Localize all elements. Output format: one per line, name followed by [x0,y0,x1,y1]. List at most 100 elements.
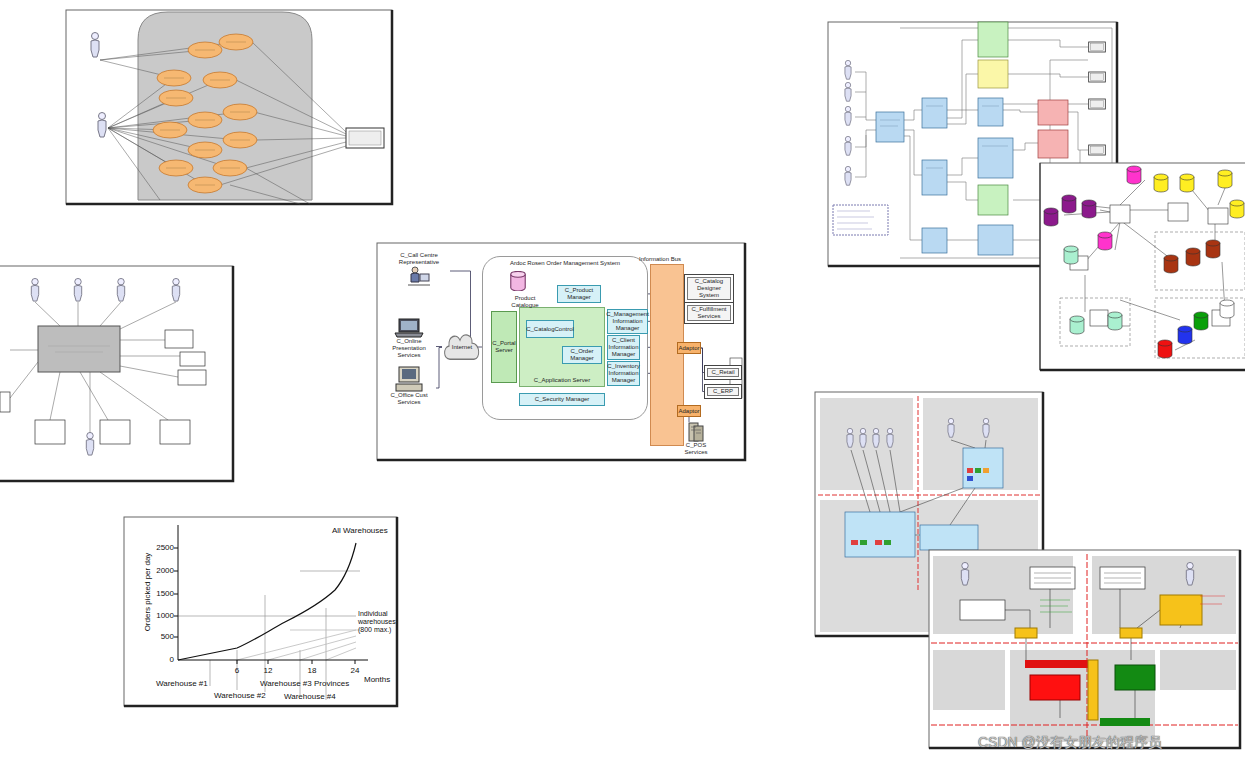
context-thumbnail-part-part [35,420,65,444]
data-thumbnail-part [1064,246,1078,264]
chart-label: 500 [161,632,174,641]
cloud-node: Internet [442,330,482,365]
environment-thumbnail-part [1088,660,1098,720]
component-thumbnail-part [1089,42,1106,52]
pc-node: C_Office Cust Services [382,366,436,410]
watermark: CSDN @没有女朋友的程序员 [978,734,1162,750]
chart-label: All Warehouses [332,526,388,535]
component-thumbnail-part [876,98,1013,255]
data-thumbnail-part [1220,300,1234,318]
data-thumbnail-part-part [1110,205,1130,223]
server-node: C_POS Services [674,422,718,460]
sys-node: C_ERP [704,384,742,399]
data-thumbnail-part [1186,248,1200,266]
node-label: Adaptor [679,408,700,415]
data-thumbnail-part [1044,208,1058,226]
node-label: Ardoc Rosen Order Management System [483,260,647,267]
growth-chart-part [178,525,368,660]
data-thumbnail-part [1082,200,1096,218]
environment-thumbnail-part-part [1040,600,1072,612]
environment-thumbnail-part [1160,595,1202,625]
box-node: C_Order Manager [562,346,602,364]
bus-node: Information Bus [650,264,684,446]
network-thumbnail-part [873,428,879,447]
environment-thumbnail-part-part [960,600,1005,620]
network-thumbnail-part [851,468,989,545]
network-thumbnail-part-part [851,540,858,545]
usecase-thumbnail-part [349,131,381,145]
data-thumbnail-part-part [1155,232,1245,290]
usecase-thumbnail-part [346,128,384,148]
cyl-node: Product Catalogue [509,271,541,309]
data-thumbnail-part [1127,166,1141,184]
environment-thumbnail-part-part [1010,650,1155,742]
component-thumbnail-part [978,22,1008,215]
data-thumbnail-part [1070,203,1230,326]
connector [689,417,690,422]
component-thumbnail-part-part [922,228,947,253]
chart-label: 0 [170,655,174,664]
node-label: C_Product Manager [560,287,598,301]
environment-thumbnail-part [1120,628,1142,638]
component-thumbnail-part [845,60,851,79]
desktop-pc-icon [394,366,424,392]
usecase-thumbnail-part-part [160,42,250,185]
growth-chart-part [237,630,360,660]
node-label: C_Catalog Designer System [689,278,729,299]
node-label: C_Application Server [520,377,604,384]
environment-thumbnail-part [960,567,1145,620]
environment-thumbnail-part [1015,628,1037,638]
component-thumbnail-part [837,211,874,229]
network-thumbnail-part-part [983,468,989,473]
laptop-node: C_Online Presentation Services [382,318,436,363]
chart-label: 2000 [156,566,174,575]
data-thumbnail-part [1040,163,1245,370]
component-thumbnail-part-part [922,160,947,195]
usecase-thumbnail-part [98,113,106,138]
network-thumbnail-part-part [967,476,973,481]
data-thumbnail-part [1062,195,1076,213]
laptop-icon [394,318,424,338]
data-thumbnail-part [1040,163,1041,370]
usecase-thumbnail-part [138,12,312,200]
network-thumbnail-part-part [884,540,891,545]
network-thumbnail-part [948,418,954,437]
node-label: C_Call Centre Representative [388,252,450,266]
context-thumbnail-part [172,278,179,301]
network-thumbnail-part-part [860,540,867,545]
data-thumbnail-part [1218,170,1232,188]
environment-thumbnail-part [1200,596,1225,604]
data-thumbnail-part [1230,200,1244,218]
network-thumbnail-part [845,448,1003,557]
node-label: C_Management Information Manager [606,311,649,332]
node-label: C_Retail [711,369,734,376]
network-thumbnail-part-part [875,540,882,545]
network-thumbnail-part [820,398,913,490]
component-thumbnail-part [845,82,851,101]
growth-chart-part [124,517,397,706]
node-label: Adaptor [679,345,700,352]
context-thumbnail-part-part [0,392,10,412]
data-thumbnail-part [1158,340,1172,358]
node-label: Internet [452,344,472,351]
node-label: C_Security Manager [535,396,590,403]
context-thumbnail-part-part [165,330,193,348]
person-node: C_Call Centre Representative [388,252,450,290]
network-thumbnail-part-part [845,512,915,557]
context-thumbnail-part [74,278,81,301]
data-thumbnail-part [1178,326,1192,344]
component-thumbnail-part-part [904,110,922,240]
context-thumbnail-part-part [180,352,205,366]
context-thumbnail-part [117,278,124,301]
node-label: C_ERP [713,388,733,395]
box-node: C_Inventory Information Manager [607,361,640,386]
node-label: C_Fulfillment Services [689,306,729,320]
sys-node: C_Catalog Designer System [684,274,734,303]
usecase-thumbnail-part [91,33,99,58]
usecase-thumbnail-part [160,42,250,185]
usecase-thumbnail [66,10,392,204]
data-thumbnail-part-part [1208,208,1228,224]
data-thumbnail-part [1206,240,1220,258]
growth-chart-part-part [237,630,360,660]
